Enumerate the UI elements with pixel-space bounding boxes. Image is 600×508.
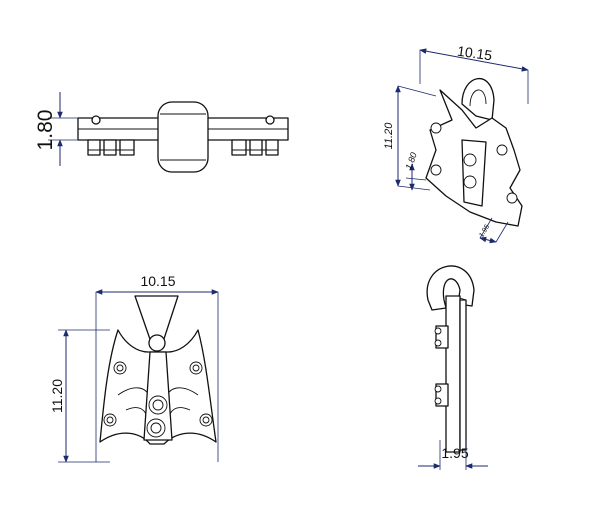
top-view: 1.80	[34, 92, 289, 173]
front-view: 10.15 11.20	[49, 273, 219, 463]
front-height-label: 11.20	[49, 379, 65, 413]
iso-view: 10.15 11.20 1.80 1.95	[383, 43, 529, 244]
front-width-label: 10.15	[140, 273, 175, 289]
side-view: 1.95	[418, 265, 488, 470]
iso-tiny-label: 1.95	[478, 224, 491, 239]
top-thickness-label: 1.80	[34, 110, 57, 151]
iso-small-label: 1.80	[403, 151, 418, 171]
iso-height-label: 11.20	[383, 122, 395, 150]
iso-width-label: 10.15	[456, 43, 493, 64]
side-depth-label: 1.95	[441, 445, 468, 461]
